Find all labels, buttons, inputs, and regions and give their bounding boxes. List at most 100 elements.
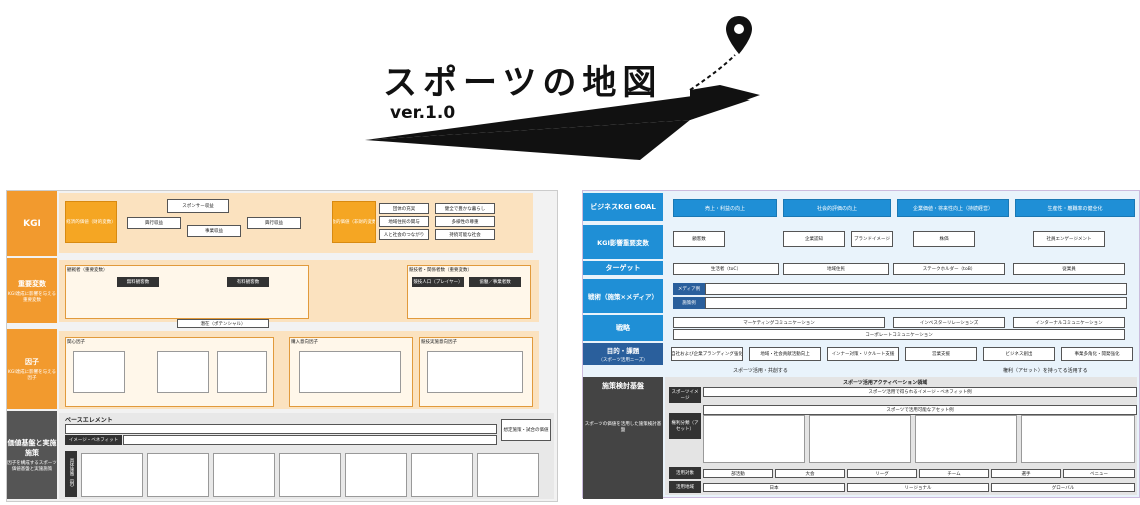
row-label-base-right: 施策検討基盤 スポーツの価値を活用した施策検討基盤 bbox=[583, 377, 663, 499]
specific-cell bbox=[279, 453, 341, 497]
base-right-title: 施策検討基盤 bbox=[602, 382, 644, 390]
right-sheet: ビジネスKGI GOAL 売上・利益の向上 社会的評価の向上 企業価値・将来性向… bbox=[582, 190, 1140, 499]
purpose-box: 事業多角化・開発強化 bbox=[1061, 347, 1133, 361]
left-sheet: KGI 経済的価値（財的変数） スポンサー収益 興行収益 事業収益 興行収益 社… bbox=[6, 190, 558, 502]
strategy-box: マーケティングコミュニケーション bbox=[673, 317, 885, 328]
asset-cell bbox=[809, 415, 911, 463]
kpi-box: 企業認知 bbox=[783, 231, 845, 247]
hero-banner: スポーツの地図 ver.1.0 bbox=[0, 0, 1140, 185]
player-group: 競技者・関係者数（重要変数） bbox=[407, 265, 531, 319]
hero-version: ver.1.0 bbox=[390, 103, 456, 123]
specific-cell bbox=[213, 453, 275, 497]
spectator-group: 観戦者（重要変数） bbox=[65, 265, 309, 319]
kpi-box: 顧客数 bbox=[673, 231, 725, 247]
row-label-kpi: KGI影響重要変数 bbox=[583, 225, 663, 259]
strategy-box: インベスターリレーションズ bbox=[893, 317, 1005, 328]
asset-row: スポーツで活用可能なアセット例 bbox=[703, 405, 1137, 415]
interest-cell bbox=[157, 351, 209, 393]
row-label-tactics: 戦術（施策×メディア） bbox=[583, 279, 663, 313]
region-item: グローバル bbox=[991, 483, 1135, 492]
specific-cell bbox=[147, 453, 209, 497]
specific-cell bbox=[411, 453, 473, 497]
purpose-sub: （スポーツ活用ニーズ） bbox=[598, 358, 648, 363]
strategy-box: コーポレートコミュニケーション bbox=[673, 329, 1125, 340]
base-right-desc: スポーツの価値を活用した施策検討基盤 bbox=[584, 422, 662, 433]
business-revenue-box: 事業収益 bbox=[187, 225, 241, 237]
target-box: 生活者（toC） bbox=[673, 263, 779, 275]
asset-cell bbox=[703, 415, 805, 463]
base-element-row bbox=[65, 424, 497, 434]
scale-item: チーム bbox=[919, 469, 989, 478]
sponsor-box: スポンサー収益 bbox=[167, 199, 229, 213]
specific-cell bbox=[477, 453, 539, 497]
scale-label: 活用対象 bbox=[669, 467, 701, 479]
social-item: 人と社会のつながり bbox=[379, 229, 429, 240]
base-title: 価値基盤と実施施策 bbox=[7, 439, 57, 457]
paying-box: 無料観客数 bbox=[117, 277, 159, 287]
asset-cell bbox=[915, 415, 1017, 463]
row-label-target: ターゲット bbox=[583, 261, 663, 275]
target-box: 従業員 bbox=[1013, 263, 1125, 275]
participation-cell bbox=[427, 351, 523, 393]
row-label-vars: 重要変数 KGI達成に影響を与える重要変数 bbox=[7, 258, 57, 323]
base-sub: 因子を構成するスポーツ価値基盤と実施施策 bbox=[7, 461, 57, 472]
specific-cell bbox=[81, 453, 143, 497]
goal-box: 売上・利益の向上 bbox=[673, 199, 777, 217]
purpose-box: 営業支援 bbox=[905, 347, 977, 361]
purpose-box: 自社および企業ブランディング強化 bbox=[671, 347, 743, 361]
purpose-title: 目的・課題 bbox=[606, 347, 640, 355]
goal-box: 企業価値・将来性向上（持続経営） bbox=[897, 199, 1009, 217]
interest-cell bbox=[73, 351, 125, 393]
measure-label: 施策例 bbox=[673, 297, 705, 309]
factor-title: 因子 bbox=[25, 358, 39, 366]
social-item: 持続可能な社会 bbox=[435, 229, 495, 240]
paid-box: 有料観客数 bbox=[227, 277, 269, 287]
measure-row bbox=[705, 297, 1127, 309]
base-element: ベースエレメント bbox=[65, 417, 113, 424]
social-value-box: 社会的価値（非財的変数） bbox=[332, 201, 376, 243]
kpi-box: 社員エンゲージメント bbox=[1033, 231, 1105, 247]
image-label: イメージ・ベネフィット bbox=[65, 435, 122, 445]
staff-box: 協働／事業者数 bbox=[469, 277, 521, 287]
region-item: 日本 bbox=[703, 483, 845, 492]
connector-sports: スポーツ活用・共創する bbox=[733, 368, 788, 374]
map-pin-icon bbox=[726, 16, 752, 54]
image-row bbox=[123, 435, 497, 445]
region-item: リージョナル bbox=[847, 483, 989, 492]
media-label: メディア例 bbox=[673, 283, 705, 295]
kpi-box: 株価 bbox=[913, 231, 975, 247]
row-label-goal: ビジネスKGI GOAL bbox=[583, 193, 663, 221]
asset-cell bbox=[1021, 415, 1135, 463]
event-revenue-box: 興行収益 bbox=[127, 217, 181, 229]
media-row bbox=[705, 283, 1127, 295]
scale-item: 部活動 bbox=[703, 469, 773, 478]
row-label-kgi: KGI bbox=[7, 191, 57, 256]
social-item: 地域住民の関与 bbox=[379, 216, 429, 227]
connector-asset: 権利（アセット）を持ってる活用する bbox=[1003, 368, 1088, 374]
kpi-box: ブランドイメージ bbox=[851, 231, 893, 247]
region-label: 活用地域 bbox=[669, 481, 701, 493]
goal-box: 社会的評価の向上 bbox=[783, 199, 891, 217]
purpose-box: インナー対策・リクルート支援 bbox=[827, 347, 899, 361]
factor-sub: KGI達成に影響を与える因子 bbox=[7, 370, 57, 381]
social-item: 団体の充実 bbox=[379, 203, 429, 214]
target-box: 地域住民 bbox=[783, 263, 889, 275]
row-label-strategy: 戦略 bbox=[583, 315, 663, 341]
specific-cell bbox=[345, 453, 407, 497]
row-label-factor: 因子 KGI達成に影響を与える因子 bbox=[7, 329, 57, 409]
row-label-purpose: 目的・課題 （スポーツ活用ニーズ） bbox=[583, 343, 663, 365]
hero-title: スポーツの地図 bbox=[383, 63, 663, 103]
scale-item: 選手 bbox=[991, 469, 1061, 478]
activation-label: スポーツ活用アクティベーション領域 bbox=[843, 380, 928, 386]
interest-cell bbox=[217, 351, 267, 393]
strategy-box: インターナルコミュニケーション bbox=[1013, 317, 1125, 328]
image-label-right: スポーツイメージ bbox=[669, 387, 701, 403]
asset-label: 権利分類（アセット） bbox=[669, 413, 701, 439]
result-box: 想定施策・試合の価値 bbox=[501, 419, 551, 441]
scale-item: リーグ bbox=[847, 469, 917, 478]
social-item: 健全で豊かな暮らし bbox=[435, 203, 495, 214]
econ-value-box: 経済的価値（財的変数） bbox=[65, 201, 117, 243]
target-box: ステークホルダー（toB） bbox=[893, 263, 1005, 275]
vars-title: 重要変数 bbox=[18, 279, 46, 288]
action-cell bbox=[299, 351, 401, 393]
